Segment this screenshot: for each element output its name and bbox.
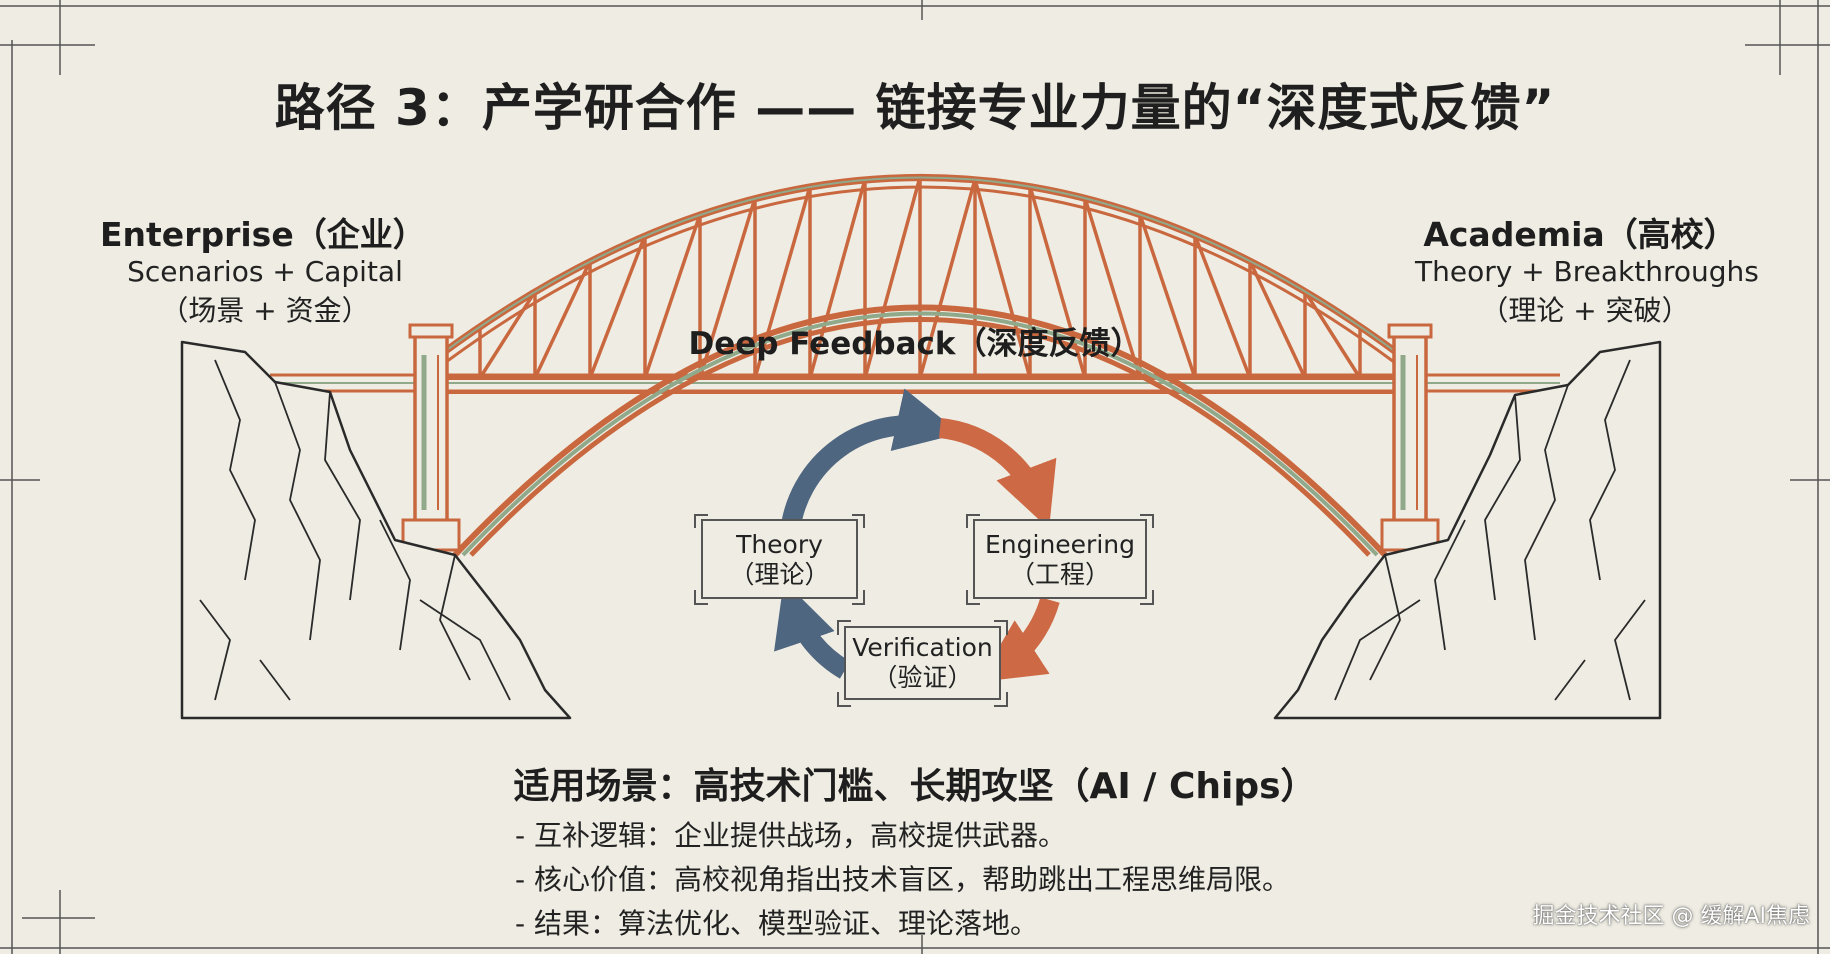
cycle-arrows bbox=[774, 388, 1060, 682]
academia-title: Academia（高校） bbox=[1423, 215, 1737, 254]
page-title: 路径 3：产学研合作 —— 链接专业力量的“深度式反馈” bbox=[274, 79, 1556, 137]
bridge-truss bbox=[478, 176, 1362, 379]
node-theory-cn: （理论） bbox=[729, 560, 830, 589]
truss-diagonal bbox=[808, 178, 867, 379]
left-cliff bbox=[180, 340, 572, 720]
truss-diagonal bbox=[1303, 290, 1362, 379]
truss-diagonal bbox=[973, 178, 1032, 379]
cycle-node-boxes bbox=[694, 514, 1154, 707]
node-engineering-cn: （工程） bbox=[1009, 560, 1110, 589]
truss-diagonal bbox=[918, 178, 977, 379]
arrow-engineering-to-next bbox=[938, 418, 1057, 529]
enterprise-subtitle: Scenarios + Capital bbox=[127, 255, 403, 288]
bridge-inner-arch bbox=[452, 304, 1388, 558]
truss-diagonal bbox=[863, 176, 922, 379]
enterprise-title: Enterprise（企业） bbox=[100, 215, 426, 254]
truss-diagonal bbox=[643, 213, 702, 379]
academia-subtitle: Theory + Breakthroughs bbox=[1415, 255, 1759, 288]
arrow-verification-to-theory bbox=[774, 580, 851, 679]
watermark: 掘金技术社区 @ 缓解AI焦虑 bbox=[1532, 904, 1810, 929]
node-engineering: Engineering （工程） bbox=[974, 530, 1146, 590]
academia-subtitle-cn: （理论 + 突破） bbox=[1480, 294, 1690, 327]
enterprise-subtitle-cn: （场景 + 资金） bbox=[160, 294, 370, 327]
node-theory-en: Theory bbox=[736, 530, 823, 559]
node-theory: Theory （理论） bbox=[702, 530, 857, 590]
bridge-outer-arch bbox=[437, 174, 1403, 364]
bullet-item: - 结果：算法优化、模型验证、理论落地。 bbox=[515, 907, 1039, 940]
bridge-deck bbox=[270, 373, 1560, 394]
node-verification-cn: （验证） bbox=[872, 663, 973, 692]
truss-diagonal bbox=[588, 234, 647, 379]
deep-feedback-label: Deep Feedback（深度反馈） bbox=[688, 326, 1142, 362]
truss-diagonal bbox=[1138, 213, 1197, 379]
bullet-item: - 互补逻辑：企业提供战场，高校提供武器。 bbox=[515, 819, 1067, 852]
truss-diagonal bbox=[1193, 234, 1252, 379]
right-cliff bbox=[1273, 340, 1662, 720]
node-engineering-en: Engineering bbox=[985, 530, 1135, 559]
arrow-theory-to-engineering bbox=[780, 388, 961, 534]
node-verification-en: Verification bbox=[852, 633, 993, 662]
truss-diagonal bbox=[1248, 260, 1307, 379]
truss-diagonal bbox=[698, 197, 757, 379]
truss-diagonal bbox=[1083, 197, 1142, 379]
node-verification: Verification （验证） bbox=[845, 633, 1000, 693]
truss-diagonal bbox=[478, 290, 537, 379]
bullet-item: - 核心价值：高校视角指出技术盲区，帮助跳出工程思维局限。 bbox=[515, 863, 1291, 896]
arrow-engineering-to-verification bbox=[978, 597, 1060, 682]
right-tower bbox=[1380, 323, 1440, 552]
truss-diagonal bbox=[533, 260, 592, 379]
scenario-title: 适用场景：高技术门槛、长期攻坚（AI / Chips） bbox=[513, 766, 1317, 807]
